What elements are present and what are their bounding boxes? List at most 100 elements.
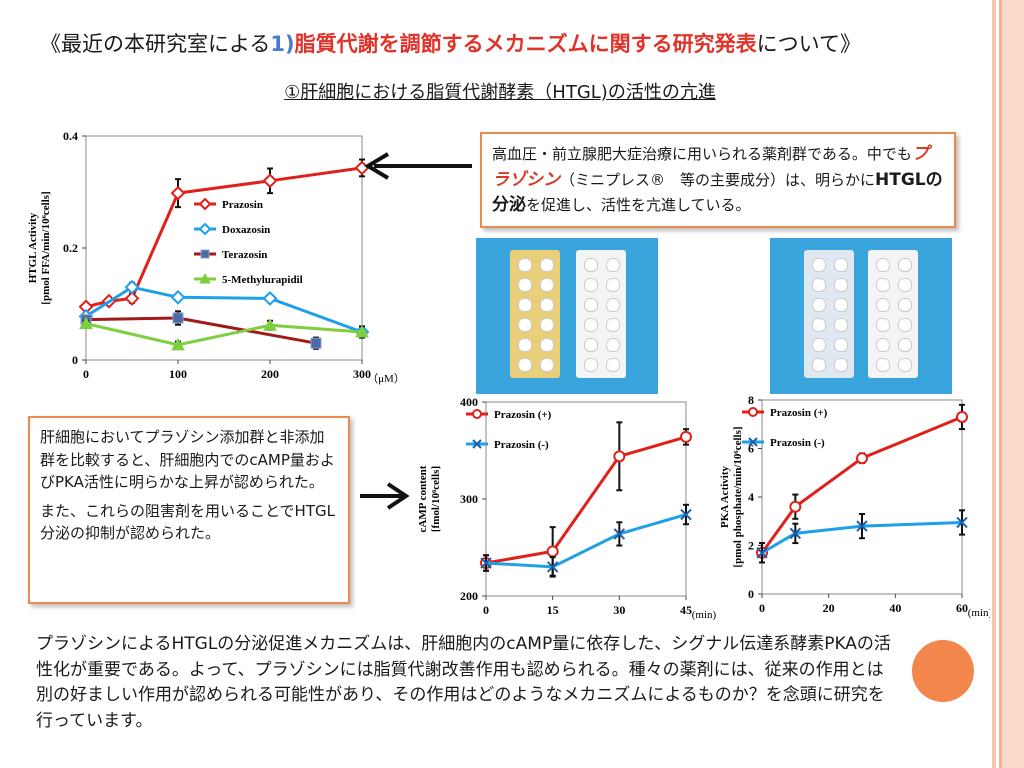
pill	[606, 258, 620, 272]
data-point	[199, 272, 211, 284]
x-tick-label: 0	[83, 367, 89, 381]
data-point	[613, 528, 626, 540]
pill	[518, 298, 532, 312]
pill	[606, 358, 620, 372]
prazosin-info-box: 高血圧・前立腺肥大症治療に用いられる薬剤群である。中でもプラゾシン（ミニプレス®…	[480, 132, 956, 228]
legend-label: Prazosin (-)	[770, 437, 825, 449]
y-tick-label: 0.4	[63, 129, 78, 143]
data-point	[355, 324, 369, 338]
blister-strip	[804, 250, 854, 378]
pill	[876, 258, 890, 272]
x-unit-label: (min)	[968, 607, 990, 619]
data-point	[956, 410, 968, 423]
data-point	[472, 439, 482, 449]
data-point	[789, 500, 802, 513]
data-point	[310, 337, 322, 349]
data-point	[170, 185, 186, 201]
x-tick-label: 45	[680, 603, 692, 617]
pill	[834, 358, 848, 372]
pill	[898, 258, 912, 272]
legend-label: Prazosin (+)	[770, 407, 828, 419]
pill	[898, 278, 912, 292]
pill	[898, 338, 912, 352]
x-tick-label: 200	[261, 367, 279, 381]
x-tick-label: 15	[547, 603, 559, 617]
x-tick-label: 20	[823, 601, 835, 615]
data-point	[79, 316, 93, 330]
blister-strip	[576, 250, 626, 378]
pill	[834, 318, 848, 332]
decorative-circle	[912, 640, 974, 702]
data-point	[200, 249, 210, 259]
data-point	[613, 450, 626, 463]
pill	[584, 338, 598, 352]
pill	[876, 338, 890, 352]
frame-stripe	[992, 0, 996, 768]
legend-label: Prazosin (-)	[494, 439, 549, 451]
pill	[518, 318, 532, 332]
y-tick-label: 6	[748, 442, 754, 456]
pill	[540, 358, 554, 372]
pill	[834, 278, 848, 292]
pill	[812, 358, 826, 372]
pill	[584, 318, 598, 332]
y-axis-label: [pmol FFA/min/10⁶cells]	[40, 191, 52, 304]
data-point	[171, 337, 185, 351]
arrow-right-icon	[360, 482, 410, 510]
x-tick-label: 40	[889, 601, 901, 615]
data-point	[756, 547, 768, 559]
data-point	[856, 452, 868, 465]
y-axis-label: [pmol phosphate/min/10⁶cells]	[732, 426, 744, 567]
title-highlight: 脂質代謝を調節するメカニズムに関する研究発表	[294, 32, 757, 56]
x-unit-label: （μM）	[367, 372, 405, 385]
data-point	[172, 312, 184, 324]
data-point	[480, 557, 492, 569]
legend-label: 5-Methylurapidil	[222, 274, 303, 286]
legend-label: Doxazosin	[222, 224, 270, 236]
data-point	[956, 516, 968, 529]
title-prefix: 《最近の本研究室による	[40, 32, 271, 56]
pill	[540, 298, 554, 312]
y-tick-label: 300	[460, 492, 478, 506]
data-point	[748, 407, 758, 417]
data-point	[124, 290, 140, 306]
y-axis-label: cAMP content	[417, 465, 429, 532]
data-point	[789, 527, 802, 540]
y-tick-label: 0.2	[63, 241, 78, 255]
data-point	[472, 409, 482, 419]
y-tick-label: 0	[72, 353, 78, 367]
pill	[812, 298, 826, 312]
box1-htgl: HTGLの分泌	[492, 169, 943, 216]
series-line	[760, 415, 963, 554]
page-title: 《最近の本研究室による1)脂質代謝を調節するメカニズムに関する研究発表について》	[40, 28, 990, 58]
pill	[540, 338, 554, 352]
pill	[540, 258, 554, 272]
x-tick-label: 0	[483, 603, 489, 617]
pill	[876, 278, 890, 292]
x-tick-label: 60	[956, 601, 968, 615]
data-point	[546, 545, 559, 558]
data-point	[680, 430, 692, 443]
y-axis-label: [fmol/10⁶cells]	[430, 466, 442, 532]
x-tick-label: 0	[759, 601, 765, 615]
x-tick-label: 30	[613, 603, 625, 617]
pill	[606, 298, 620, 312]
result-text-1: 肝細胞においてプラゾシン添加群と非添加群を比較すると、肝細胞内でのcAMP量およ…	[40, 428, 335, 491]
pill	[898, 318, 912, 332]
result-box: 肝細胞においてプラゾシン添加群と非添加群を比較すると、肝細胞内でのcAMP量およ…	[28, 416, 350, 604]
frame-border	[999, 0, 1024, 768]
pill	[876, 358, 890, 372]
data-point	[198, 222, 212, 236]
legend-label: Prazosin	[222, 199, 263, 211]
y-axis-label: HTGL Activity	[27, 212, 39, 283]
pill	[540, 318, 554, 332]
pill	[518, 278, 532, 292]
x-tick-label: 300	[353, 367, 371, 381]
y-tick-label: 2	[748, 539, 754, 553]
pill	[834, 298, 848, 312]
blister-strip	[510, 250, 560, 378]
y-tick-label: 0	[748, 587, 754, 601]
